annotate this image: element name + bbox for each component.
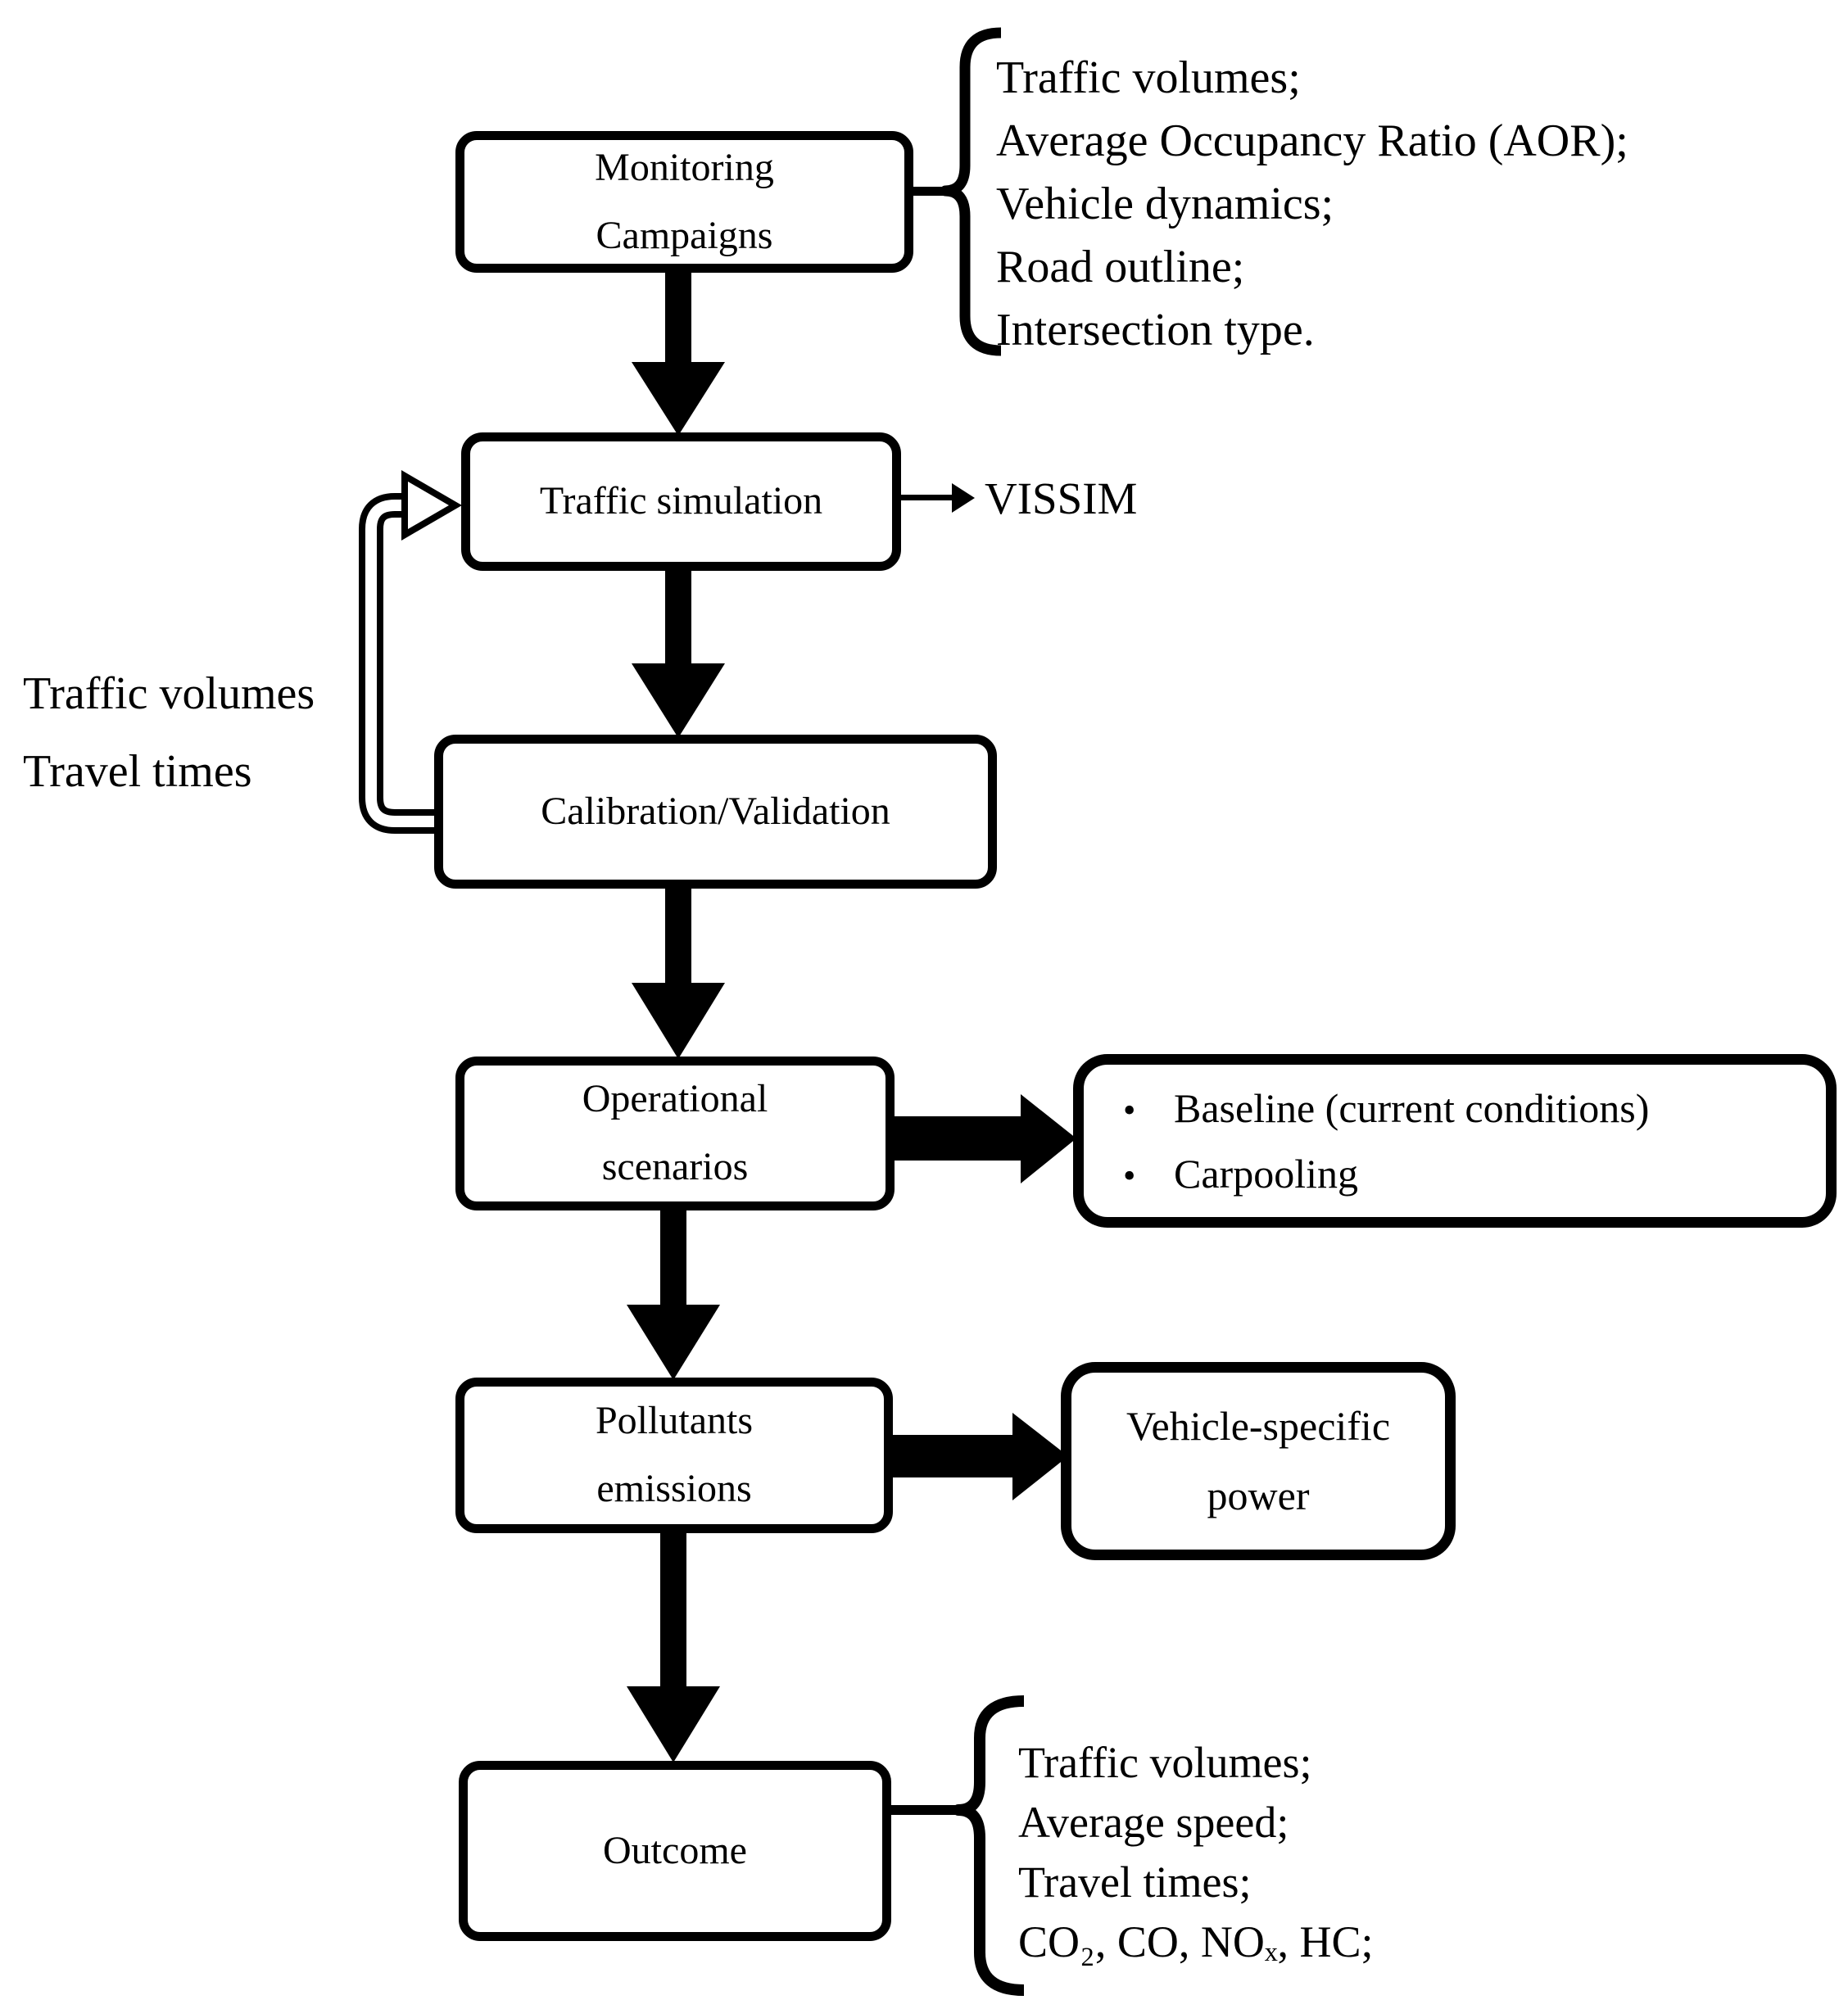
monitoring-input-item: Road outline;: [996, 242, 1245, 292]
outcome-outputs-list: Traffic volumes; Average speed; Travel t…: [1018, 1733, 1374, 1972]
node-calibration-validation-label: Calibration/Validation: [541, 789, 890, 833]
vissim-tool-label: VISSIM: [985, 473, 1138, 523]
vsp-panel-label: Vehicle-specific power: [1126, 1403, 1391, 1518]
arrow-simulation-to-calibration: [632, 569, 725, 738]
bullet-icon: [1123, 1147, 1174, 1205]
outcome-output-item: Traffic volumes;: [1018, 1738, 1312, 1787]
feedback-metrics-labels: Traffic volumes Travel times: [23, 655, 315, 811]
monitoring-input-item: Average Occupancy Ratio (AOR);: [996, 115, 1628, 166]
node-outcome-label: Outcome: [603, 1828, 747, 1872]
outcome-output-item: CO₂, CO, NOₓ, HC;: [1018, 1917, 1374, 1966]
scenario-item-label: Carpooling: [1174, 1151, 1358, 1197]
monitoring-input-item: Traffic volumes;: [996, 52, 1301, 103]
node-traffic-simulation-label: Traffic simulation: [539, 479, 823, 523]
arrow-pollutants-to-vsp-panel: [891, 1413, 1068, 1500]
outcome-output-item: Average speed;: [1018, 1798, 1289, 1847]
node-pollutants-emissions-label: Pollutants emissions: [595, 1399, 754, 1510]
arrow-pollutants-to-outcome: [627, 1532, 720, 1762]
node-monitoring-campaigns: Monitoring Campaigns: [455, 131, 913, 273]
monitoring-input-item: Intersection type.: [996, 305, 1315, 355]
node-operational-scenarios-label: Operational scenarios: [582, 1077, 768, 1188]
node-traffic-simulation: Traffic simulation: [461, 432, 901, 571]
arrow-calibration-to-operational: [632, 887, 725, 1059]
node-pollutants-emissions: Pollutants emissions: [455, 1378, 893, 1533]
outcome-output-item: Travel times;: [1018, 1857, 1252, 1907]
feedback-loop-arrow: [359, 470, 485, 834]
vsp-panel: Vehicle-specific power: [1061, 1362, 1456, 1560]
scenario-item-label: Baseline (current conditions): [1174, 1085, 1650, 1131]
node-operational-scenarios: Operational scenarios: [455, 1057, 895, 1210]
connector-outcome-to-bracket: [890, 1805, 965, 1815]
arrow-operational-to-scenarios-panel: [893, 1094, 1076, 1183]
scenarios-panel: Baseline (current conditions) Carpooling: [1073, 1054, 1837, 1228]
node-calibration-validation: Calibration/Validation: [434, 735, 997, 889]
bullet-icon: [1123, 1082, 1174, 1139]
arrow-simulation-to-vissim: [901, 483, 975, 513]
feedback-metric-item: Traffic volumes: [23, 668, 315, 719]
arrow-operational-to-pollutants: [627, 1209, 720, 1380]
connector-monitoring-to-bracket: [895, 187, 952, 196]
arrow-monitoring-to-simulation: [632, 270, 725, 436]
bracket-outcome-outputs: [953, 1695, 1025, 1996]
scenarios-bullet-list: Baseline (current conditions) Carpooling: [1084, 1075, 1649, 1206]
node-monitoring-campaigns-label: Monitoring Campaigns: [595, 145, 774, 257]
bracket-monitoring-inputs: [940, 27, 1002, 356]
monitoring-input-item: Vehicle dynamics;: [996, 179, 1334, 229]
monitoring-inputs-list: Traffic volumes; Average Occupancy Ratio…: [996, 47, 1628, 362]
feedback-metric-item: Travel times: [23, 746, 252, 797]
node-outcome: Outcome: [459, 1761, 891, 1941]
scenario-item: Carpooling: [1123, 1141, 1649, 1206]
scenario-item: Baseline (current conditions): [1123, 1075, 1649, 1141]
